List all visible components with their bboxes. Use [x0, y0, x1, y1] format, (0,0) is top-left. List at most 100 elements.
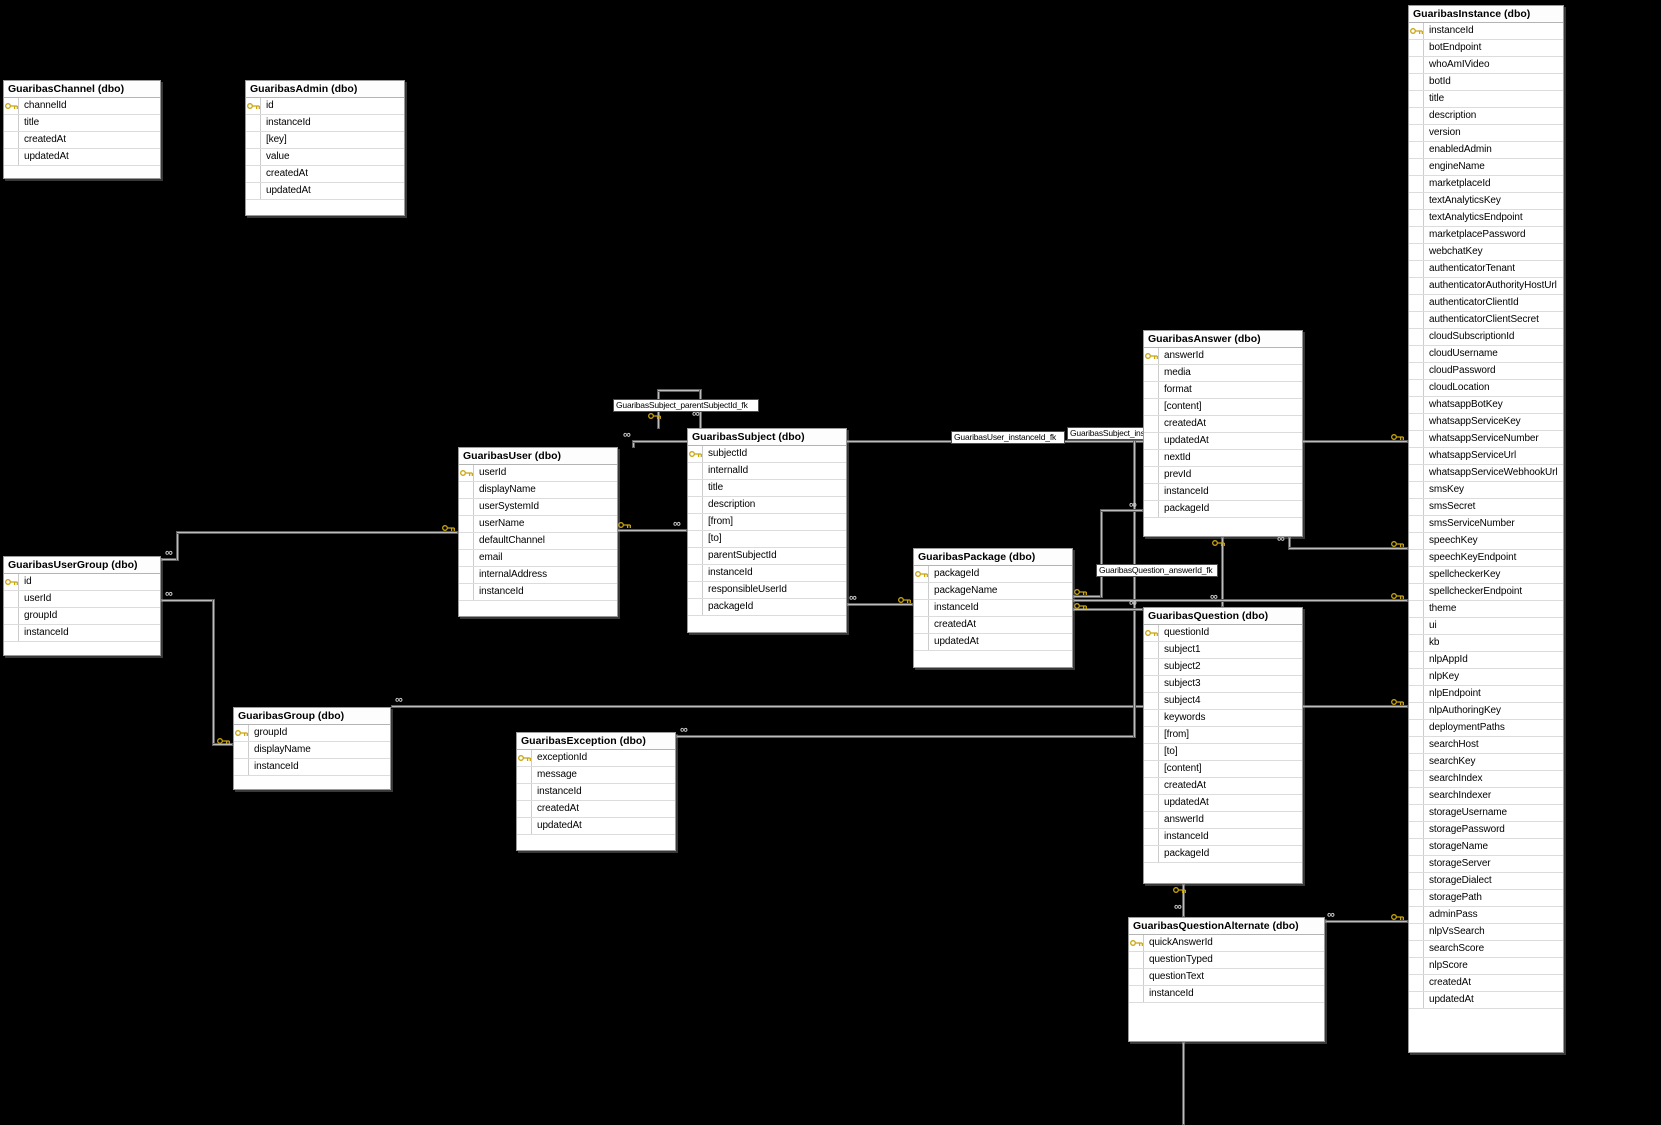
- field-row[interactable]: packageId: [914, 566, 1072, 583]
- field-row[interactable]: nlpAppId: [1409, 652, 1563, 669]
- field-row[interactable]: spellcheckerKey: [1409, 567, 1563, 584]
- table-title[interactable]: GuaribasUser (dbo): [459, 448, 617, 465]
- field-row[interactable]: id: [4, 574, 160, 591]
- field-row[interactable]: subject3: [1144, 676, 1302, 693]
- field-row[interactable]: storageUsername: [1409, 805, 1563, 822]
- field-row[interactable]: marketplaceId: [1409, 176, 1563, 193]
- field-row[interactable]: updatedAt: [517, 818, 675, 835]
- field-row[interactable]: instanceId: [1129, 986, 1324, 1003]
- field-row[interactable]: displayName: [459, 482, 617, 499]
- field-row[interactable]: ui: [1409, 618, 1563, 635]
- field-row[interactable]: whatsappServiceUrl: [1409, 448, 1563, 465]
- field-row[interactable]: [content]: [1144, 761, 1302, 778]
- field-row[interactable]: textAnalyticsEndpoint: [1409, 210, 1563, 227]
- field-row[interactable]: whatsappServiceWebhookUrl: [1409, 465, 1563, 482]
- field-row[interactable]: subjectId: [688, 446, 846, 463]
- field-row[interactable]: nlpScore: [1409, 958, 1563, 975]
- field-row[interactable]: instanceId: [234, 759, 390, 776]
- field-row[interactable]: nextId: [1144, 450, 1302, 467]
- field-row[interactable]: exceptionId: [517, 750, 675, 767]
- table-title[interactable]: GuaribasPackage (dbo): [914, 549, 1072, 566]
- field-row[interactable]: questionTyped: [1129, 952, 1324, 969]
- field-row[interactable]: [key]: [246, 132, 404, 149]
- field-row[interactable]: defaultChannel: [459, 533, 617, 550]
- field-row[interactable]: instanceId: [1144, 484, 1302, 501]
- field-row[interactable]: smsSecret: [1409, 499, 1563, 516]
- table-title[interactable]: GuaribasQuestionAlternate (dbo): [1129, 918, 1324, 935]
- table-title[interactable]: GuaribasAdmin (dbo): [246, 81, 404, 98]
- field-row[interactable]: [from]: [1144, 727, 1302, 744]
- field-row[interactable]: searchIndexer: [1409, 788, 1563, 805]
- field-row[interactable]: internalAddress: [459, 567, 617, 584]
- field-row[interactable]: storageServer: [1409, 856, 1563, 873]
- field-row[interactable]: title: [1409, 91, 1563, 108]
- field-row[interactable]: instanceId: [1409, 23, 1563, 40]
- field-row[interactable]: instanceId: [914, 600, 1072, 617]
- field-row[interactable]: authenticatorClientSecret: [1409, 312, 1563, 329]
- field-row[interactable]: subject2: [1144, 659, 1302, 676]
- table-title[interactable]: GuaribasGroup (dbo): [234, 708, 390, 725]
- table-title[interactable]: GuaribasException (dbo): [517, 733, 675, 750]
- field-row[interactable]: description: [1409, 108, 1563, 125]
- field-row[interactable]: description: [688, 497, 846, 514]
- field-row[interactable]: parentSubjectId: [688, 548, 846, 565]
- field-row[interactable]: deploymentPaths: [1409, 720, 1563, 737]
- field-row[interactable]: whatsappServiceKey: [1409, 414, 1563, 431]
- table-title[interactable]: GuaribasSubject (dbo): [688, 429, 846, 446]
- field-row[interactable]: id: [246, 98, 404, 115]
- field-row[interactable]: cloudUsername: [1409, 346, 1563, 363]
- field-row[interactable]: [content]: [1144, 399, 1302, 416]
- field-row[interactable]: email: [459, 550, 617, 567]
- field-row[interactable]: createdAt: [4, 132, 160, 149]
- field-row[interactable]: format: [1144, 382, 1302, 399]
- field-row[interactable]: nlpAuthoringKey: [1409, 703, 1563, 720]
- field-row[interactable]: instanceId: [688, 565, 846, 582]
- field-row[interactable]: updatedAt: [1144, 433, 1302, 450]
- field-row[interactable]: nlpKey: [1409, 669, 1563, 686]
- field-row[interactable]: groupId: [234, 725, 390, 742]
- field-row[interactable]: marketplacePassword: [1409, 227, 1563, 244]
- field-row[interactable]: updatedAt: [4, 149, 160, 166]
- field-row[interactable]: media: [1144, 365, 1302, 382]
- field-row[interactable]: updatedAt: [246, 183, 404, 200]
- table-title[interactable]: GuaribasQuestion (dbo): [1144, 608, 1302, 625]
- field-row[interactable]: storageName: [1409, 839, 1563, 856]
- field-row[interactable]: createdAt: [1409, 975, 1563, 992]
- field-row[interactable]: userSystemId: [459, 499, 617, 516]
- field-row[interactable]: internalId: [688, 463, 846, 480]
- field-row[interactable]: enabledAdmin: [1409, 142, 1563, 159]
- field-row[interactable]: value: [246, 149, 404, 166]
- field-row[interactable]: updatedAt: [914, 634, 1072, 651]
- field-row[interactable]: speechKeyEndpoint: [1409, 550, 1563, 567]
- field-row[interactable]: displayName: [234, 742, 390, 759]
- field-row[interactable]: botId: [1409, 74, 1563, 91]
- field-row[interactable]: authenticatorAuthorityHostUrl: [1409, 278, 1563, 295]
- field-row[interactable]: packageId: [1144, 846, 1302, 863]
- field-row[interactable]: speechKey: [1409, 533, 1563, 550]
- field-row[interactable]: instanceId: [246, 115, 404, 132]
- field-row[interactable]: searchKey: [1409, 754, 1563, 771]
- field-row[interactable]: webchatKey: [1409, 244, 1563, 261]
- field-row[interactable]: userId: [459, 465, 617, 482]
- field-row[interactable]: textAnalyticsKey: [1409, 193, 1563, 210]
- table-title[interactable]: GuaribasUserGroup (dbo): [4, 557, 160, 574]
- table-title[interactable]: GuaribasInstance (dbo): [1409, 6, 1563, 23]
- field-row[interactable]: keywords: [1144, 710, 1302, 727]
- field-row[interactable]: createdAt: [246, 166, 404, 183]
- field-row[interactable]: groupId: [4, 608, 160, 625]
- field-row[interactable]: responsibleUserId: [688, 582, 846, 599]
- field-row[interactable]: userId: [4, 591, 160, 608]
- field-row[interactable]: storagePassword: [1409, 822, 1563, 839]
- field-row[interactable]: searchIndex: [1409, 771, 1563, 788]
- table-title[interactable]: GuaribasChannel (dbo): [4, 81, 160, 98]
- field-row[interactable]: prevId: [1144, 467, 1302, 484]
- field-row[interactable]: updatedAt: [1144, 795, 1302, 812]
- field-row[interactable]: instanceId: [459, 584, 617, 601]
